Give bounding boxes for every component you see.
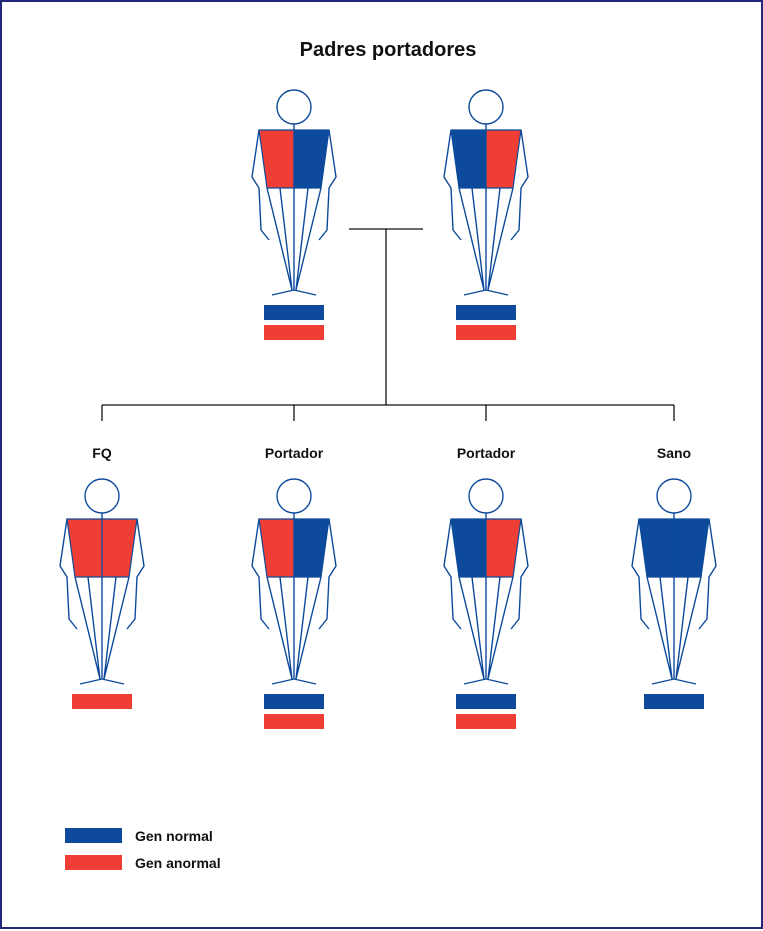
- legend: Gen normal Gen anormal: [65, 828, 221, 871]
- child-figure-3-right-leg: [487, 576, 514, 680]
- child-figure-1-left-leg: [74, 576, 101, 680]
- child-label-2: Portador: [265, 445, 324, 461]
- child-figure-2: [251, 478, 337, 729]
- child-figure-4: [631, 478, 717, 709]
- child-figure-1-head-icon: [84, 478, 120, 514]
- child-figure-3-right-arm: [510, 518, 529, 630]
- parent-figure-2-right-leg: [487, 187, 514, 291]
- child-figure-2-gene-bar-abnormal: [264, 714, 324, 729]
- child-figure-1-right-leg: [103, 576, 130, 680]
- parent-figure-1-torso-left: [258, 129, 295, 189]
- child-figure-1-feet: [79, 678, 125, 685]
- child-figure-4-head-icon: [656, 478, 692, 514]
- child-figure-3-feet: [463, 678, 509, 685]
- child-label-4: Sano: [657, 445, 691, 461]
- parent-figure-1-right-arm: [318, 129, 337, 241]
- child-figure-2-torso-right: [293, 518, 330, 578]
- child-figure-4-left-leg: [646, 576, 673, 680]
- legend-label-normal: Gen normal: [135, 828, 213, 844]
- child-label-1: FQ: [92, 445, 112, 461]
- child-figure-4-gene-bar-normal: [644, 694, 704, 709]
- child-figure-3-gene-bar-abnormal: [456, 714, 516, 729]
- parent-figure-2-feet: [463, 289, 509, 296]
- child-figure-2-feet: [271, 678, 317, 685]
- child-figure-4-left-arm: [631, 518, 650, 630]
- parent-figure-1-left-arm: [251, 129, 270, 241]
- legend-label-abnormal: Gen anormal: [135, 855, 221, 871]
- parent-figure-1-left-leg: [266, 187, 293, 291]
- child-figure-1-torso-left: [66, 518, 103, 578]
- child-figure-3-torso-left: [450, 518, 487, 578]
- child-figure-4-right-leg: [675, 576, 702, 680]
- parent-figure-2-head-icon: [468, 89, 504, 125]
- child-figure-2-right-leg: [295, 576, 322, 680]
- child-figure-2-gene-bar-normal: [264, 694, 324, 709]
- child-figure-4-right-arm: [698, 518, 717, 630]
- parent-figure-1-head-icon: [276, 89, 312, 125]
- child-figure-2-right-arm: [318, 518, 337, 630]
- parent-figure-2-torso-left: [450, 129, 487, 189]
- child-figure-1-right-arm: [126, 518, 145, 630]
- parent-figure-2-left-leg: [458, 187, 485, 291]
- parent-figure-2-gene-bar-normal: [456, 305, 516, 320]
- parent-figure-1-gene-bar-normal: [264, 305, 324, 320]
- legend-swatch-abnormal: [65, 855, 122, 870]
- child-figure-2-left-leg: [266, 576, 293, 680]
- diagram-title: Padres portadores: [300, 39, 477, 61]
- parent-figure-2-right-arm: [510, 129, 529, 241]
- child-figure-1-gene-bar-abnormal: [72, 694, 132, 709]
- parent-figure-1-gene-bar-abnormal: [264, 325, 324, 340]
- child-figure-1: [59, 478, 145, 709]
- parent-figure-1-right-leg: [295, 187, 322, 291]
- parent-figure-1: [251, 89, 337, 340]
- parent-figure-2-left-arm: [443, 129, 462, 241]
- child-figure-1-torso-right: [101, 518, 138, 578]
- parent-figure-2-gene-bar-abnormal: [456, 325, 516, 340]
- child-figure-1-left-arm: [59, 518, 78, 630]
- child-figure-2-head-icon: [276, 478, 312, 514]
- child-figure-3-torso-right: [485, 518, 522, 578]
- legend-swatch-normal: [65, 828, 122, 843]
- parent-figure-1-feet: [271, 289, 317, 296]
- child-figure-3-left-leg: [458, 576, 485, 680]
- child-figure-3-left-arm: [443, 518, 462, 630]
- child-figure-4-torso-left: [638, 518, 675, 578]
- child-label-3: Portador: [457, 445, 516, 461]
- child-figure-2-torso-left: [258, 518, 295, 578]
- parent-figure-2: [443, 89, 529, 340]
- figures: [59, 89, 717, 729]
- child-figure-4-feet: [651, 678, 697, 685]
- parent-figure-1-torso-right: [293, 129, 330, 189]
- pedigree-connectors: [101, 228, 675, 421]
- child-figure-2-left-arm: [251, 518, 270, 630]
- child-figure-4-torso-right: [673, 518, 710, 578]
- child-figure-3-gene-bar-normal: [456, 694, 516, 709]
- child-figure-3: [443, 478, 529, 729]
- child-figure-3-head-icon: [468, 478, 504, 514]
- parent-figure-2-torso-right: [485, 129, 522, 189]
